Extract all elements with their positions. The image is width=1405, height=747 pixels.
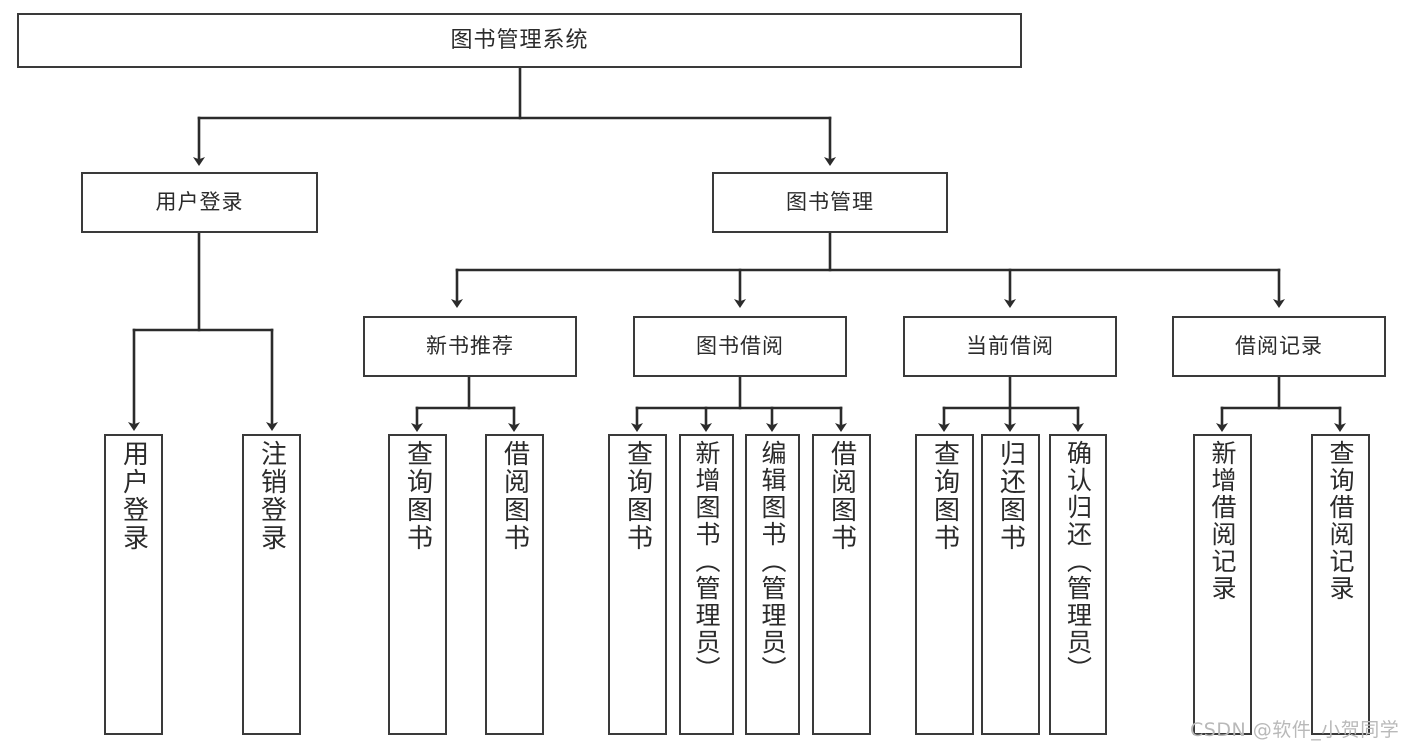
leaf-add-borrow-record[interactable]: 新增借阅记录 [1193,434,1252,735]
node-label: 图书借阅 [696,334,784,359]
leaf-edit-book-admin[interactable]: 编辑图书（管理员） [745,434,800,735]
node-label: 新增图书（管理员） [692,440,721,683]
node-book-borrowing[interactable]: 图书借阅 [633,316,847,377]
node-borrow-records[interactable]: 借阅记录 [1172,316,1386,377]
leaf-return-books[interactable]: 归还图书 [981,434,1040,735]
node-current-borrowing[interactable]: 当前借阅 [903,316,1117,377]
node-new-book-recommendation[interactable]: 新书推荐 [363,316,577,377]
leaf-query-books-recommendation[interactable]: 查询图书 [388,434,447,735]
node-label: 用户登录 [155,190,244,215]
node-label: 用户登录 [118,440,149,552]
node-label: 借阅图书 [499,440,530,552]
node-label: 注销登录 [256,440,287,552]
leaf-query-books-current[interactable]: 查询图书 [915,434,974,735]
node-label: 借阅图书 [826,440,857,552]
node-label: 归还图书 [995,440,1026,552]
node-label: 新书推荐 [426,334,514,359]
node-label: 新增借阅记录 [1208,440,1237,602]
leaf-user-login[interactable]: 用户登录 [104,434,163,735]
node-label: 确认归还（管理员） [1063,440,1093,683]
node-label: 图书管理 [786,190,874,215]
node-label: 编辑图书（管理员） [758,440,787,683]
node-label: 查询图书 [402,440,433,552]
leaf-add-book-admin[interactable]: 新增图书（管理员） [679,434,734,735]
leaf-borrow-books-borrowing[interactable]: 借阅图书 [812,434,871,735]
leaf-query-borrow-record[interactable]: 查询借阅记录 [1311,434,1370,735]
leaf-borrow-books-recommendation[interactable]: 借阅图书 [485,434,544,735]
node-book-management[interactable]: 图书管理 [712,172,948,233]
node-user-login[interactable]: 用户登录 [81,172,318,233]
node-label: 图书管理系统 [450,27,589,53]
node-root-book-management-system[interactable]: 图书管理系统 [17,13,1022,68]
node-label: 借阅记录 [1235,334,1323,359]
leaf-confirm-return-admin[interactable]: 确认归还（管理员） [1049,434,1107,735]
csdn-watermark: CSDN @软件_小贺同学 [1190,719,1400,741]
node-label: 查询图书 [622,440,653,552]
leaf-query-books-borrowing[interactable]: 查询图书 [608,434,667,735]
node-label: 查询图书 [929,440,960,552]
leaf-logout[interactable]: 注销登录 [242,434,301,735]
node-label: 当前借阅 [966,334,1054,359]
node-label: 查询借阅记录 [1326,440,1355,602]
